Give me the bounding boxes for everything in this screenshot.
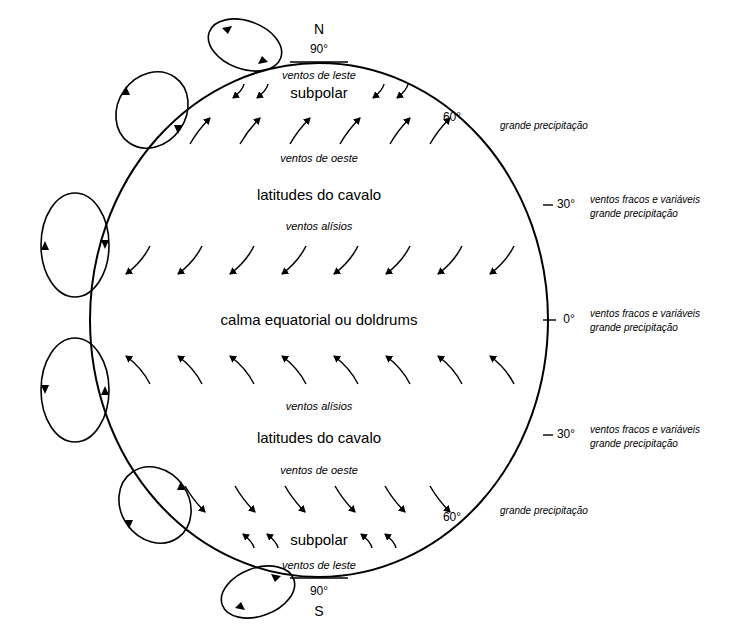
wind-arrow [430,486,450,512]
wind-arrow [386,356,410,384]
note-label: ventos fracos e variáveis [590,308,700,319]
wind-label: ventos de oeste [280,464,358,476]
zone-label: subpolar [290,532,348,549]
wind-arrow [438,356,462,384]
wind-arrow [385,486,405,512]
latitude-label: 90° [310,43,328,56]
latitude-label: 30° [557,198,575,211]
wind-label: ventos de leste [282,559,356,571]
wind-arrows [126,84,514,548]
zone-label: latitudes do cavalo [257,430,381,447]
zone-label: latitudes do cavalo [257,187,381,204]
latitude-label: 60° [443,511,461,524]
wind-arrow [397,84,408,98]
wind-arrow [390,118,410,144]
wind-arrow [190,118,210,144]
wind-arrow [361,534,372,548]
wind-arrow [285,486,305,512]
wind-arrow [233,84,244,98]
wind-arrow [257,84,268,98]
wind-arrow [243,534,254,548]
wind-arrow [334,356,358,384]
wind-arrow [178,356,202,384]
wind-arrow [334,246,358,274]
wind-arrow [490,246,514,274]
note-label: grande precipitação [500,120,588,131]
latitude-label: 90° [310,585,328,598]
note-label: ventos fracos e variáveis [590,194,700,205]
note-label: grande precipitação [590,322,678,333]
wind-label: ventos alísios [286,400,353,412]
wind-arrow [230,246,254,274]
latitude-label: N [314,22,324,37]
wind-arrow [267,534,278,548]
latitude-label: S [314,604,323,619]
wind-arrow [178,246,202,274]
wind-arrow [282,246,306,274]
note-label: grande precipitação [590,438,678,449]
wind-arrow [290,118,310,144]
wind-label: ventos de oeste [280,152,358,164]
note-label: grande precipitação [500,505,588,516]
wind-arrow [230,356,254,384]
note-label: ventos fracos e variáveis [590,424,700,435]
wind-arrow [386,246,410,274]
latitude-label: 60° [443,111,461,124]
wind-arrow [340,118,360,144]
wind-arrow [385,534,396,548]
wind-arrow [373,84,384,98]
note-label: grande precipitação [590,208,678,219]
wind-arrow [126,356,150,384]
wind-label: ventos de leste [282,69,356,81]
globe-circle: ventos de leste subpolar ventos de oeste la… [89,62,549,578]
wind-arrow [126,246,150,274]
zone-label: subpolar [290,85,348,102]
wind-arrow [185,486,205,512]
wind-label: ventos alísios [286,220,353,232]
zone-label: calma equatorial ou doldrums [221,312,418,329]
wind-arrow [240,118,260,144]
wind-arrow [282,356,306,384]
wind-arrow [490,356,514,384]
wind-arrow [438,246,462,274]
wind-arrow [335,486,355,512]
wind-arrow [235,486,255,512]
latitude-label: 0° [563,313,574,326]
latitude-label: 30° [557,428,575,441]
